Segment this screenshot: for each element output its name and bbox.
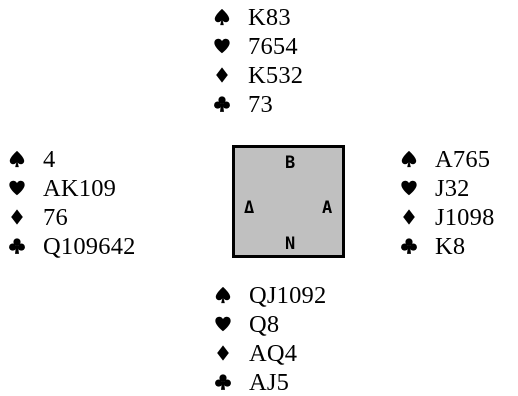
club-icon — [213, 95, 231, 113]
diamond-icon — [8, 208, 26, 226]
south-diamonds-cards: AQ4 — [249, 340, 298, 367]
club-icon — [214, 373, 232, 391]
seat-label-right: A — [322, 198, 333, 218]
spade-icon — [8, 150, 26, 168]
south-hearts-cards: Q8 — [249, 311, 280, 338]
heart-icon — [8, 179, 26, 197]
seat-label-left: Δ — [244, 198, 255, 218]
seat-label-top: B — [285, 153, 296, 173]
north-spades-cards: K83 — [248, 4, 291, 31]
spade-icon — [214, 286, 232, 304]
club-icon — [8, 237, 26, 255]
north-clubs-cards: 73 — [248, 91, 273, 118]
diamond-icon — [213, 66, 231, 84]
west-clubs-cards: Q109642 — [43, 233, 136, 260]
west-spades-cards: 4 — [43, 146, 56, 173]
heart-icon — [213, 37, 231, 55]
heart-icon — [214, 315, 232, 333]
south-clubs-cards: AJ5 — [249, 369, 290, 396]
table-compass: B Δ A N — [232, 145, 345, 258]
north-hearts-cards: 7654 — [248, 33, 298, 60]
seat-label-bottom: N — [285, 234, 296, 254]
spade-icon — [400, 150, 418, 168]
west-diamonds-cards: 76 — [43, 204, 68, 231]
diamond-icon — [400, 208, 418, 226]
east-spades-cards: A765 — [435, 146, 491, 173]
east-diamonds-cards: J1098 — [435, 204, 495, 231]
north-diamonds-cards: K532 — [248, 62, 304, 89]
east-clubs-cards: K8 — [435, 233, 466, 260]
diamond-icon — [214, 344, 232, 362]
spade-icon — [213, 8, 231, 26]
club-icon — [400, 237, 418, 255]
heart-icon — [400, 179, 418, 197]
east-hearts-cards: J32 — [435, 175, 470, 202]
west-hearts-cards: AK109 — [43, 175, 117, 202]
south-spades-cards: QJ1092 — [249, 282, 327, 309]
